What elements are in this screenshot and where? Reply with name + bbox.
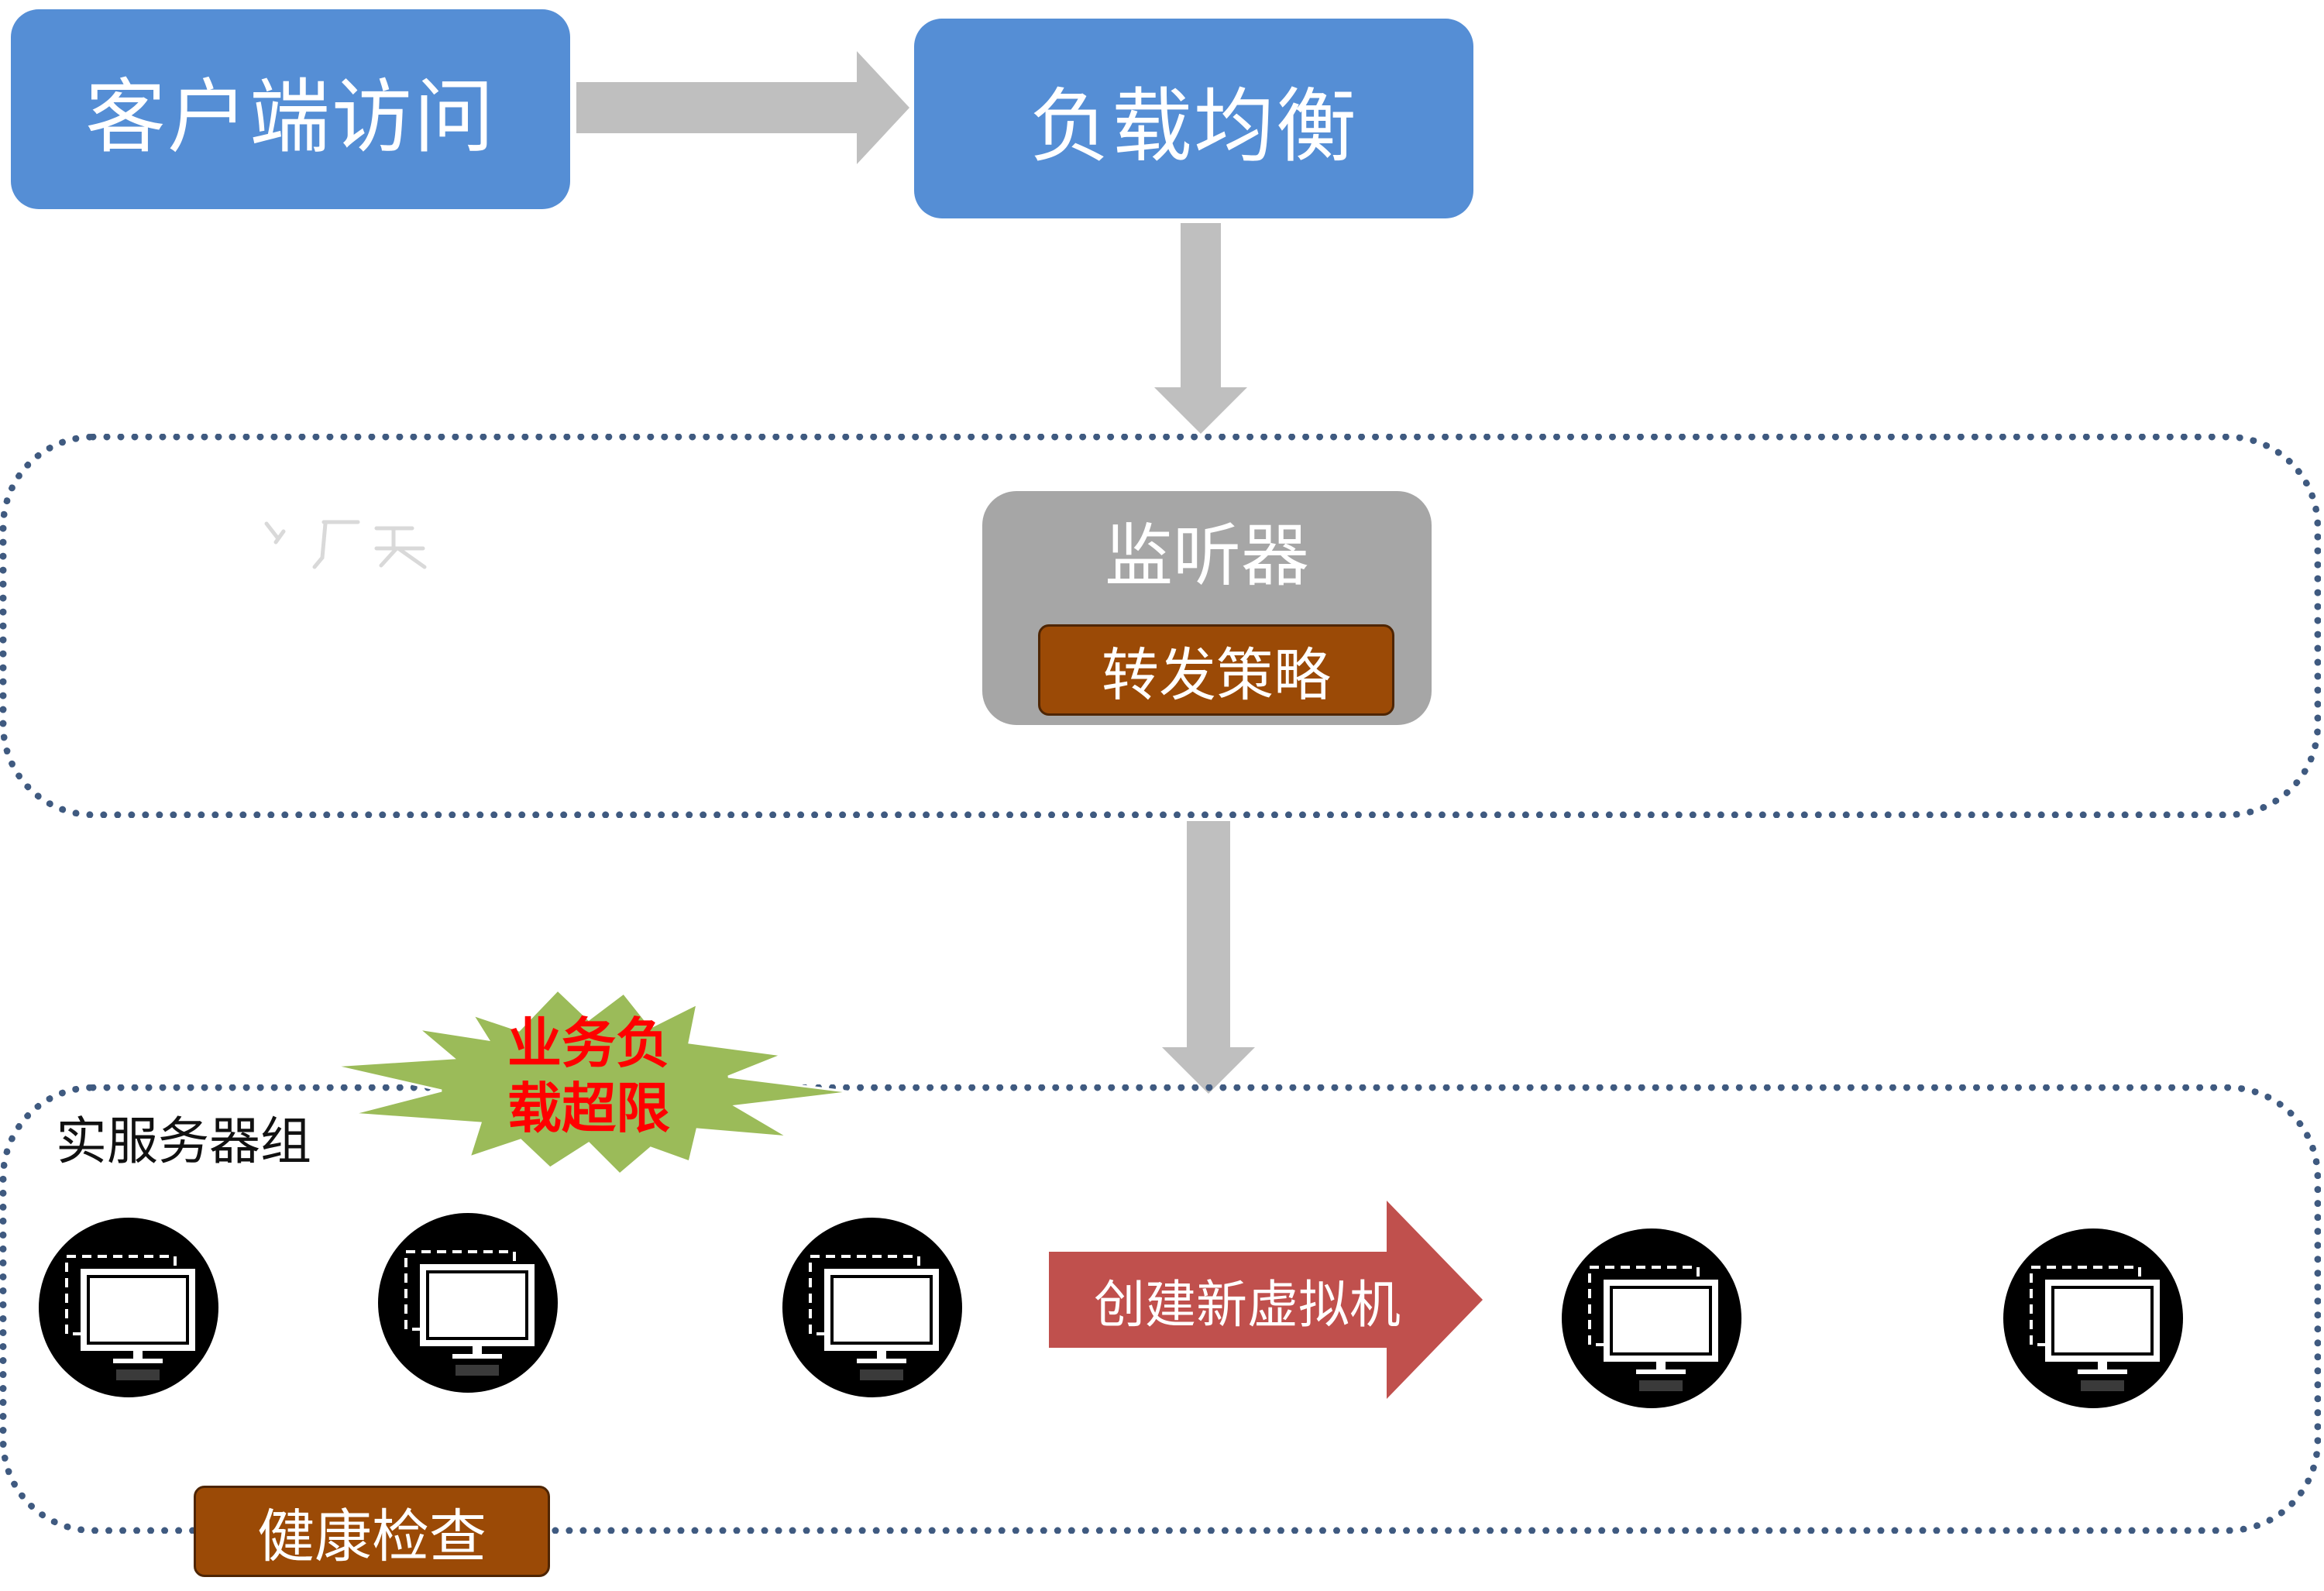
listener-label: 监听器 [1104, 515, 1309, 596]
health-check-box: 健康检查 [194, 1486, 550, 1577]
load-balancer-box: 负载均衡 [914, 19, 1473, 218]
arrow-listener-to-servers [1162, 821, 1255, 1094]
monitor-vm-icon [65, 1255, 195, 1380]
faint-glyph-mark [264, 520, 427, 569]
forwarding-policy-box: 转发策略 [1038, 624, 1394, 716]
vm-node-new [2003, 1228, 2183, 1408]
create-vm-label: 创建新虚拟机 [1094, 1275, 1401, 1335]
server-group-container [0, 1084, 2321, 1534]
monitor-vm-icon [2030, 1266, 2160, 1391]
create-vm-arrow-icon [1049, 1201, 1483, 1399]
load-balancer-label: 负载均衡 [1029, 78, 1358, 174]
vm-node [378, 1213, 558, 1393]
vm-node [782, 1218, 962, 1397]
vm-node-new [1562, 1228, 1741, 1408]
forwarding-policy-label: 转发策略 [1102, 641, 1331, 709]
explosion-burst-icon [332, 988, 853, 1177]
arrow-client-to-lb [576, 51, 909, 164]
overload-alert-text: 业务负 载超限 [473, 1011, 705, 1141]
monitor-vm-icon [809, 1255, 939, 1380]
listener-group-container [0, 434, 2321, 818]
server-group-label: 实服务器组 [56, 1112, 311, 1171]
client-access-label: 客户端访问 [84, 69, 496, 164]
monitor-vm-icon [404, 1250, 535, 1376]
arrow-lb-to-listener [1154, 223, 1247, 434]
health-check-label: 健康检查 [257, 1503, 486, 1570]
client-access-box: 客户端访问 [11, 9, 570, 209]
monitor-vm-icon [1588, 1266, 1718, 1391]
vm-node [39, 1218, 218, 1397]
overload-alert-line2: 载超限 [507, 1077, 670, 1140]
overload-alert-line1: 业务负 [507, 1012, 670, 1075]
